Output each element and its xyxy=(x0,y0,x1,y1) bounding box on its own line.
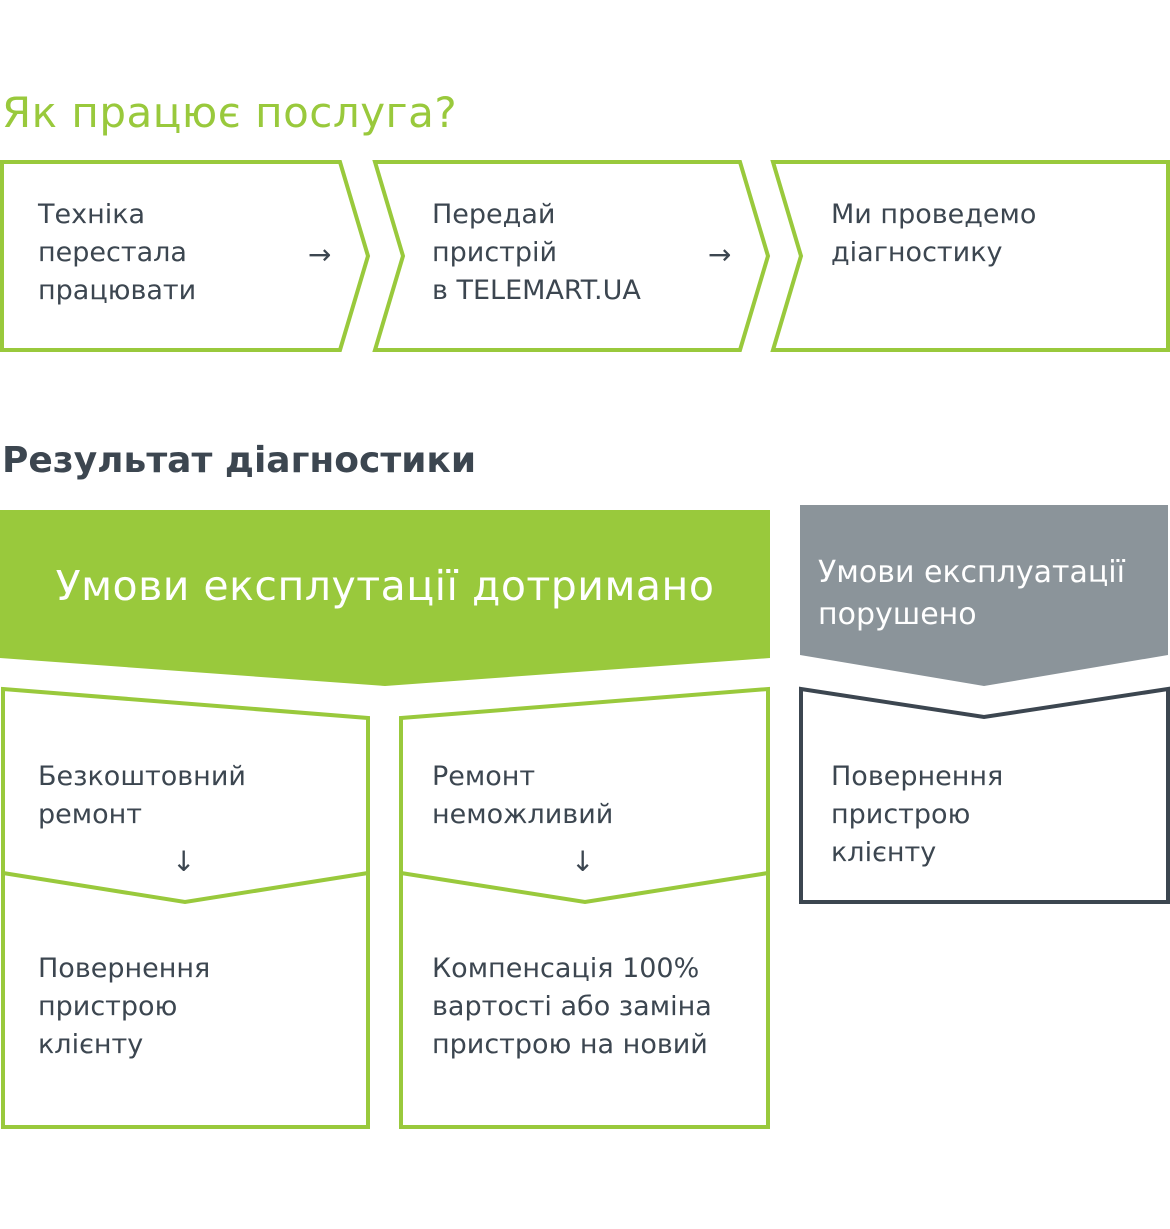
step-1-text: Техніка перестала працювати xyxy=(38,199,197,306)
step-2-chevron xyxy=(372,160,771,352)
repair-impossible-box xyxy=(399,686,770,1129)
repair-impossible-divider xyxy=(400,871,769,905)
free-repair-label: Безкоштовний ремонт xyxy=(38,761,246,830)
conditions-violated-banner: Умови експлуатації порушено xyxy=(818,555,1125,632)
repair-impossible-result: Компенсація 100% вартості або заміна при… xyxy=(432,953,712,1060)
repair-impossible-down-arrow-icon: ↓ xyxy=(571,845,595,878)
result-title: Результат діагностики xyxy=(2,440,477,481)
free-repair-down-arrow-icon: ↓ xyxy=(172,845,196,878)
violated-result: Повернення пристрою клієнту xyxy=(831,761,1004,868)
conditions-violated-banner-shape xyxy=(800,505,1168,686)
violated-result-box xyxy=(799,686,1170,904)
free-repair-box xyxy=(1,686,370,1129)
step-1-arrow-icon: → xyxy=(308,238,332,271)
free-repair-result: Повернення пристрою клієнту xyxy=(38,953,211,1060)
repair-impossible-label: Ремонт неможливий xyxy=(432,761,614,830)
conditions-met-banner: Умови експлутації дотримано xyxy=(55,562,715,610)
step-2-text: Передай пристрій в TELEMART.UA xyxy=(432,199,641,306)
conditions-met-banner-shape xyxy=(0,510,770,686)
step-3-text: Ми проведемо діагностику xyxy=(831,199,1037,268)
free-repair-divider xyxy=(2,871,369,905)
step-3-chevron xyxy=(770,160,1170,352)
page-title: Як працює послуга? xyxy=(2,88,458,137)
step-2-arrow-icon: → xyxy=(708,238,732,271)
step-1-chevron xyxy=(0,160,371,352)
